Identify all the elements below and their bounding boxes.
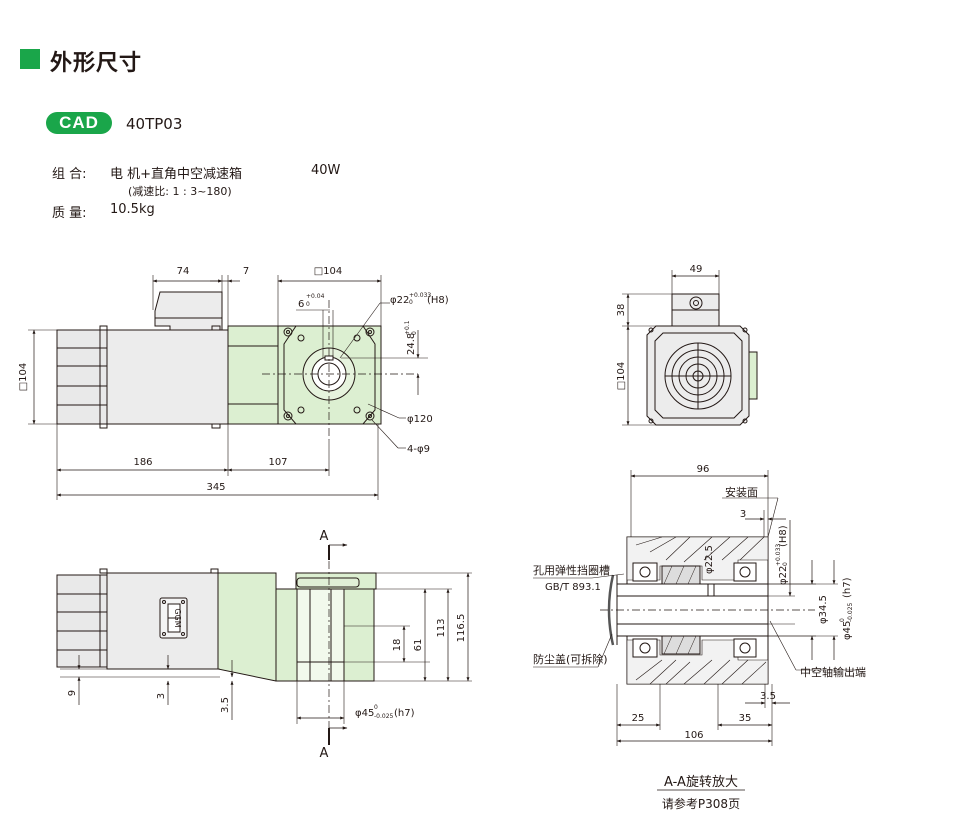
svg-text:96: 96 [697, 464, 710, 475]
svg-text:(h7): (h7) [842, 577, 853, 598]
gearbox-body [227, 325, 382, 425]
svg-text:φ22.5: φ22.5 [704, 545, 715, 574]
svg-text:345: 345 [206, 482, 225, 493]
combination-label: 组 合: [52, 167, 87, 182]
svg-text:□104: □104 [18, 363, 29, 392]
svg-text:107: 107 [268, 457, 287, 468]
svg-text:113: 113 [436, 618, 447, 637]
svg-text:φ34.5: φ34.5 [818, 595, 829, 624]
section-marker-icon [20, 49, 40, 69]
weight-label: 质 量: [52, 206, 87, 221]
svg-text:孔用弹性挡圈槽: 孔用弹性挡圈槽 [533, 563, 610, 577]
reduction-ratio: (减速比: 1 : 3~180) [128, 185, 232, 198]
hatched-housing [626, 536, 769, 685]
svg-text:106: 106 [684, 730, 703, 741]
svg-text:9: 9 [67, 690, 78, 696]
svg-text:φ45: φ45 [842, 621, 853, 640]
svg-text:38: 38 [616, 304, 627, 317]
svg-text:74: 74 [177, 266, 190, 277]
svg-text:0: 0 [411, 331, 418, 335]
svg-text:(H8): (H8) [427, 295, 449, 306]
motor-body [56, 291, 229, 429]
mount-holes [283, 327, 375, 421]
svg-text:116.5: 116.5 [456, 614, 467, 643]
svg-text:φ45: φ45 [355, 708, 374, 719]
end-view-labels: 49 38 □104 [616, 264, 702, 390]
svg-text:防尘盖(可拆除): 防尘盖(可拆除) [533, 652, 608, 666]
svg-text:GB/T 893.1: GB/T 893.1 [545, 582, 601, 593]
svg-text:中空轴输出端: 中空轴输出端 [800, 665, 866, 679]
front-view-labels: 74 7 □104 □104 186 107 345 6 +0.04 0 φ22… [18, 266, 449, 493]
svg-text:0: 0 [782, 562, 789, 566]
svg-text:49: 49 [690, 264, 703, 275]
svg-text:0: 0 [409, 299, 413, 306]
svg-text:(H8): (H8) [778, 525, 789, 547]
svg-text:61: 61 [413, 639, 424, 652]
model-number: 40TP03 [126, 115, 183, 133]
svg-text:0: 0 [306, 301, 310, 308]
svg-text:3: 3 [156, 693, 167, 699]
svg-text:安装面: 安装面 [725, 485, 758, 499]
svg-text:-0.025: -0.025 [374, 713, 394, 720]
svg-text:24.8: 24.8 [406, 333, 417, 355]
section-view [533, 470, 860, 791]
svg-text:0: 0 [374, 704, 378, 711]
svg-text:4-φ9: 4-φ9 [407, 444, 430, 455]
svg-text:18: 18 [392, 639, 403, 652]
svg-text:3.5: 3.5 [220, 697, 231, 713]
svg-text:φ22: φ22 [778, 566, 789, 585]
svg-text:请参考P308页: 请参考P308页 [662, 796, 740, 811]
section-view-labels: 96 安装面 3 φ22 +0.033 0 (H8) φ22.5 φ34.5 φ… [533, 464, 866, 811]
weight-value: 10.5kg [110, 202, 155, 217]
svg-text:+0.04: +0.04 [306, 293, 325, 300]
section-title: 外形尺寸 [50, 51, 143, 76]
power-rating: 40W [311, 163, 341, 178]
svg-text:+0.033: +0.033 [409, 292, 431, 299]
svg-text:186: 186 [133, 457, 152, 468]
svg-text:GGM: GGM [173, 608, 182, 627]
svg-text:φ22: φ22 [390, 295, 409, 306]
fan-cover-icon [664, 342, 732, 410]
svg-text:(h7): (h7) [394, 708, 415, 719]
svg-text:25: 25 [632, 713, 645, 724]
combination-value: 电 机+直角中空减速箱 [110, 167, 243, 182]
bearing-icon [632, 562, 757, 658]
end-view [622, 270, 758, 426]
svg-text:+0.033: +0.033 [775, 544, 782, 566]
svg-text:+0.1: +0.1 [404, 320, 411, 335]
svg-text:3: 3 [740, 509, 746, 520]
svg-text:7: 7 [243, 266, 249, 277]
bottom-view-labels: A A 18 61 113 116.5 9 3 3.5 GGM φ45 0 -0… [67, 529, 467, 761]
svg-text:-0.025: -0.025 [847, 602, 854, 622]
svg-text:3.5: 3.5 [760, 691, 776, 702]
svg-text:A: A [320, 746, 329, 761]
svg-text:A-A旋转放大: A-A旋转放大 [664, 775, 738, 790]
svg-text:35: 35 [739, 713, 752, 724]
svg-text:A: A [320, 529, 329, 544]
bottom-view [56, 543, 472, 745]
svg-text:0: 0 [839, 618, 846, 622]
svg-text:φ120: φ120 [407, 414, 433, 425]
cad-download-button[interactable]: CAD [46, 112, 112, 134]
svg-text:□104: □104 [314, 266, 343, 277]
front-view [28, 275, 428, 500]
svg-text:□104: □104 [616, 362, 627, 391]
svg-text:6: 6 [298, 299, 304, 310]
